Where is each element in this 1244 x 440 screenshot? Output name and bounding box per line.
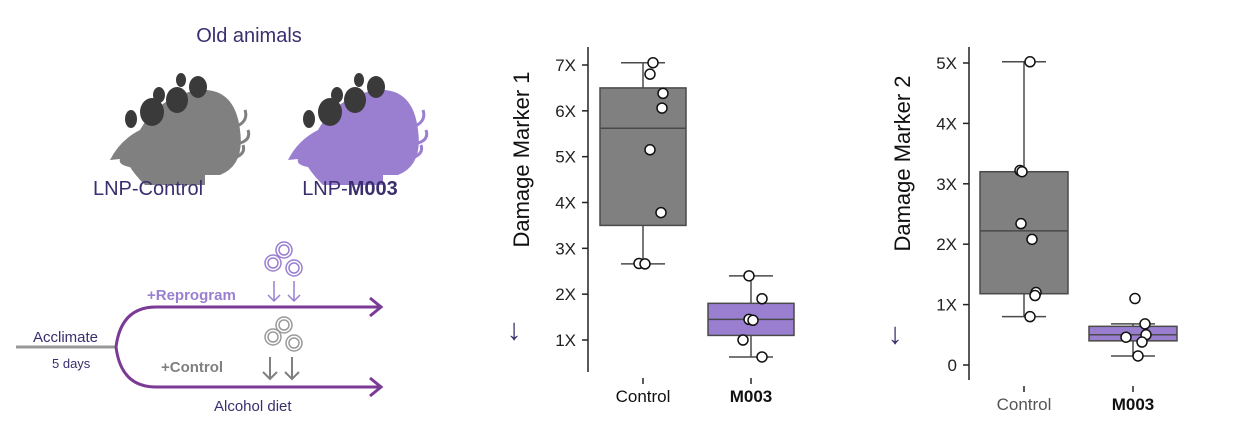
data-point xyxy=(657,87,669,100)
data-point xyxy=(1026,233,1038,246)
box-control xyxy=(599,87,687,227)
y-tick-label: 3X xyxy=(555,239,576,258)
diet-label: Alcohol diet xyxy=(214,398,292,415)
y-tick-label: 5X xyxy=(936,54,957,73)
data-point xyxy=(1024,310,1036,323)
down-arrow-icon: ↓ xyxy=(507,314,522,347)
data-point xyxy=(1015,217,1027,230)
data-point xyxy=(756,351,768,363)
y-tick-label: 4X xyxy=(555,194,576,213)
branch-control-label: +Control xyxy=(161,359,223,376)
y-tick-label: 2X xyxy=(936,235,957,254)
y-tick-label: 4X xyxy=(936,114,957,133)
x-tick-label: Control xyxy=(997,395,1052,414)
chart-damage-marker-2: 0 1X 2X 3X 4X 5X Damage Marker 2 ↓ Control M003 xyxy=(888,47,1178,414)
x-tick-label: Control xyxy=(616,387,671,406)
data-point xyxy=(644,68,656,80)
mouse-m003-icon xyxy=(288,73,429,185)
chart-damage-marker-1: 1X 2X 3X 4X 5X 6X 7X Damage Marker 1 ↓ Control M00… xyxy=(507,47,795,406)
data-point xyxy=(1139,318,1151,330)
branch-reprogram-label: +Reprogram xyxy=(147,287,236,304)
down-arrow-icon: ↓ xyxy=(888,318,903,351)
experiment-diagram: Old animals LNP-Control LNP-M003 xyxy=(16,25,429,415)
group-label-m003: LNP-M003 xyxy=(302,178,398,200)
lnp-particles-control-icon xyxy=(264,316,303,352)
data-point xyxy=(1132,350,1144,362)
y-tick-label: 1X xyxy=(555,331,576,350)
data-point xyxy=(1029,289,1041,302)
y-tick-label: 6X xyxy=(555,102,576,121)
data-point xyxy=(644,144,656,156)
diagram-title: Old animals xyxy=(196,25,302,47)
data-point xyxy=(1016,165,1028,178)
branch-lines xyxy=(114,305,380,389)
data-point xyxy=(737,334,749,346)
down-arrows-control-icon xyxy=(262,357,300,381)
data-point xyxy=(747,314,759,327)
group-label-control: LNP-Control xyxy=(93,178,203,200)
acclimate-duration: 5 days xyxy=(52,356,91,371)
box-m003 xyxy=(1088,325,1178,342)
y-tick-label: 7X xyxy=(555,56,576,75)
data-point xyxy=(656,102,668,114)
box-control xyxy=(979,170,1069,295)
data-point xyxy=(655,206,667,219)
y-tick-label: 5X xyxy=(555,148,576,167)
arrowhead-top-icon xyxy=(369,296,384,318)
data-point xyxy=(1129,292,1141,305)
y-tick-label: 3X xyxy=(936,175,957,194)
y-tick-label: 2X xyxy=(555,285,576,304)
data-point xyxy=(743,270,755,282)
y-axis-label: Damage Marker 1 xyxy=(509,71,534,247)
data-point xyxy=(1120,331,1132,343)
data-point xyxy=(639,258,651,270)
data-point xyxy=(756,293,768,305)
y-axis-label: Damage Marker 2 xyxy=(890,75,915,251)
mouse-control-icon xyxy=(110,73,251,185)
lnp-particles-reprogram-icon xyxy=(264,241,303,303)
x-tick-label: M003 xyxy=(1112,395,1155,414)
x-tick-label: M003 xyxy=(730,387,773,406)
acclimate-label: Acclimate xyxy=(33,329,98,346)
arrowhead-bottom-icon xyxy=(369,376,384,398)
data-point xyxy=(1024,56,1036,68)
data-point xyxy=(1136,336,1148,348)
y-tick-label: 1X xyxy=(936,296,957,315)
y-tick-label: 0 xyxy=(948,356,957,375)
data-point xyxy=(647,56,659,69)
